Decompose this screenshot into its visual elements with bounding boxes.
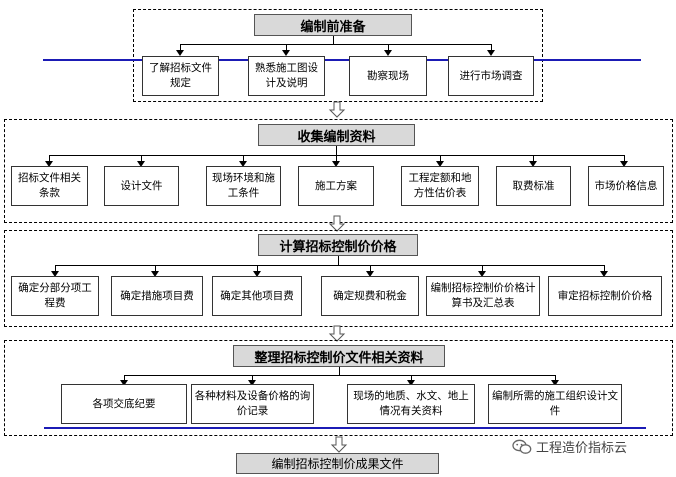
stage1-blue-line	[43, 59, 641, 61]
stage1-stem	[333, 36, 334, 44]
arrow-icon	[478, 271, 486, 277]
stage2-item-1: 招标文件相关条款	[11, 166, 88, 206]
down-arrow-icon	[328, 215, 346, 232]
stage1-drop	[388, 44, 389, 52]
stage3-drop	[155, 265, 156, 272]
stage4-drop	[252, 375, 253, 381]
stage3-bus	[55, 265, 604, 266]
stage3-item-6: 审定招标控制价价格	[548, 276, 662, 316]
stage3-drop	[257, 265, 258, 272]
stage4-bus	[124, 375, 555, 376]
stage3-item-4: 确定规费和税金	[321, 276, 419, 316]
stage3-drop	[482, 265, 483, 272]
stage4-item-3: 现场的地质、水文、地上情况有关资料	[347, 384, 475, 424]
stage4-item-4: 编制所需的施工组织设计文件	[488, 384, 622, 424]
watermark: 工程造价指标云	[512, 437, 627, 456]
stage4-frame	[4, 340, 673, 436]
stage3-item-1: 确定分部分项工程费	[11, 276, 99, 316]
stage4-blue-line	[44, 427, 646, 429]
arrow-icon	[529, 161, 537, 167]
stage3-stem	[338, 256, 339, 265]
stage1-bus	[180, 44, 491, 45]
stage2-item-3: 现场环境和施工条件	[206, 166, 281, 206]
stage3-title: 计算招标控制价价格	[258, 234, 418, 256]
stage3-item-5: 编制招标控制价价格计算书及汇总表	[426, 276, 540, 316]
stage4-drop	[124, 375, 125, 381]
stage1-item-1: 了解招标文件规定	[142, 56, 219, 96]
watermark-text: 工程造价指标云	[536, 441, 628, 456]
stage2-item-5: 工程定额和地方性估价表	[401, 166, 479, 206]
stage2-drop	[49, 155, 50, 162]
arrow-icon	[384, 50, 392, 56]
arrow-icon	[620, 161, 628, 167]
arrow-icon	[253, 271, 261, 277]
arrow-icon	[151, 271, 159, 277]
arrow-icon	[366, 271, 374, 277]
stage4-drop	[411, 375, 412, 381]
stage3-item-3: 确定其他项目费	[212, 276, 302, 316]
stage1-drop	[491, 44, 492, 52]
wechat-icon	[512, 439, 532, 454]
stage2-title: 收集编制资料	[258, 124, 415, 146]
stage2-drop	[624, 155, 625, 162]
stage1-drop	[286, 44, 287, 52]
arrow-icon	[176, 50, 184, 56]
down-arrow-icon	[328, 101, 346, 118]
arrow-icon	[551, 380, 559, 386]
stage3-drop	[370, 265, 371, 272]
arrow-icon	[282, 50, 290, 56]
arrow-icon	[248, 380, 256, 386]
stage1-drop	[180, 44, 181, 52]
stage2-stem	[336, 146, 337, 155]
result-title: 编制招标控制价成果文件	[236, 453, 439, 474]
stage1-item-2: 熟悉施工图设计及说明	[248, 56, 325, 96]
stage2-drop	[141, 155, 142, 162]
stage2-item-4: 施工方案	[298, 166, 374, 206]
stage2-drop	[336, 155, 337, 162]
stage1-item-3: 勘察现场	[349, 56, 427, 96]
stage2-drop	[533, 155, 534, 162]
stage3-drop	[55, 265, 56, 272]
stage1-item-4: 进行市场调查	[448, 56, 534, 96]
arrow-icon	[487, 50, 495, 56]
arrow-icon	[407, 380, 415, 386]
stage4-item-1: 各项交底纪要	[61, 384, 187, 424]
stage4-drop	[555, 375, 556, 381]
stage4-stem	[339, 367, 340, 375]
arrow-icon	[436, 161, 444, 167]
arrow-icon	[239, 161, 247, 167]
stage3-item-2: 确定措施项目费	[111, 276, 203, 316]
arrow-icon	[51, 271, 59, 277]
stage2-drop	[440, 155, 441, 162]
down-arrow-icon	[330, 436, 348, 453]
down-arrow-icon	[328, 325, 346, 342]
arrow-icon	[45, 161, 53, 167]
arrow-icon	[600, 271, 608, 277]
stage2-item-2: 设计文件	[104, 166, 179, 206]
stage4-item-2: 各种材料及设备价格的询价记录	[191, 384, 314, 424]
stage2-item-6: 取费标准	[496, 166, 571, 206]
arrow-icon	[137, 161, 145, 167]
stage2-drop	[243, 155, 244, 162]
stage2-item-7: 市场价格信息	[588, 166, 664, 206]
stage1-title: 编制前准备	[254, 14, 412, 36]
arrow-icon	[120, 380, 128, 386]
stage4-title: 整理招标控制价文件相关资料	[233, 345, 445, 367]
arrow-icon	[332, 161, 340, 167]
stage3-drop	[604, 265, 605, 272]
